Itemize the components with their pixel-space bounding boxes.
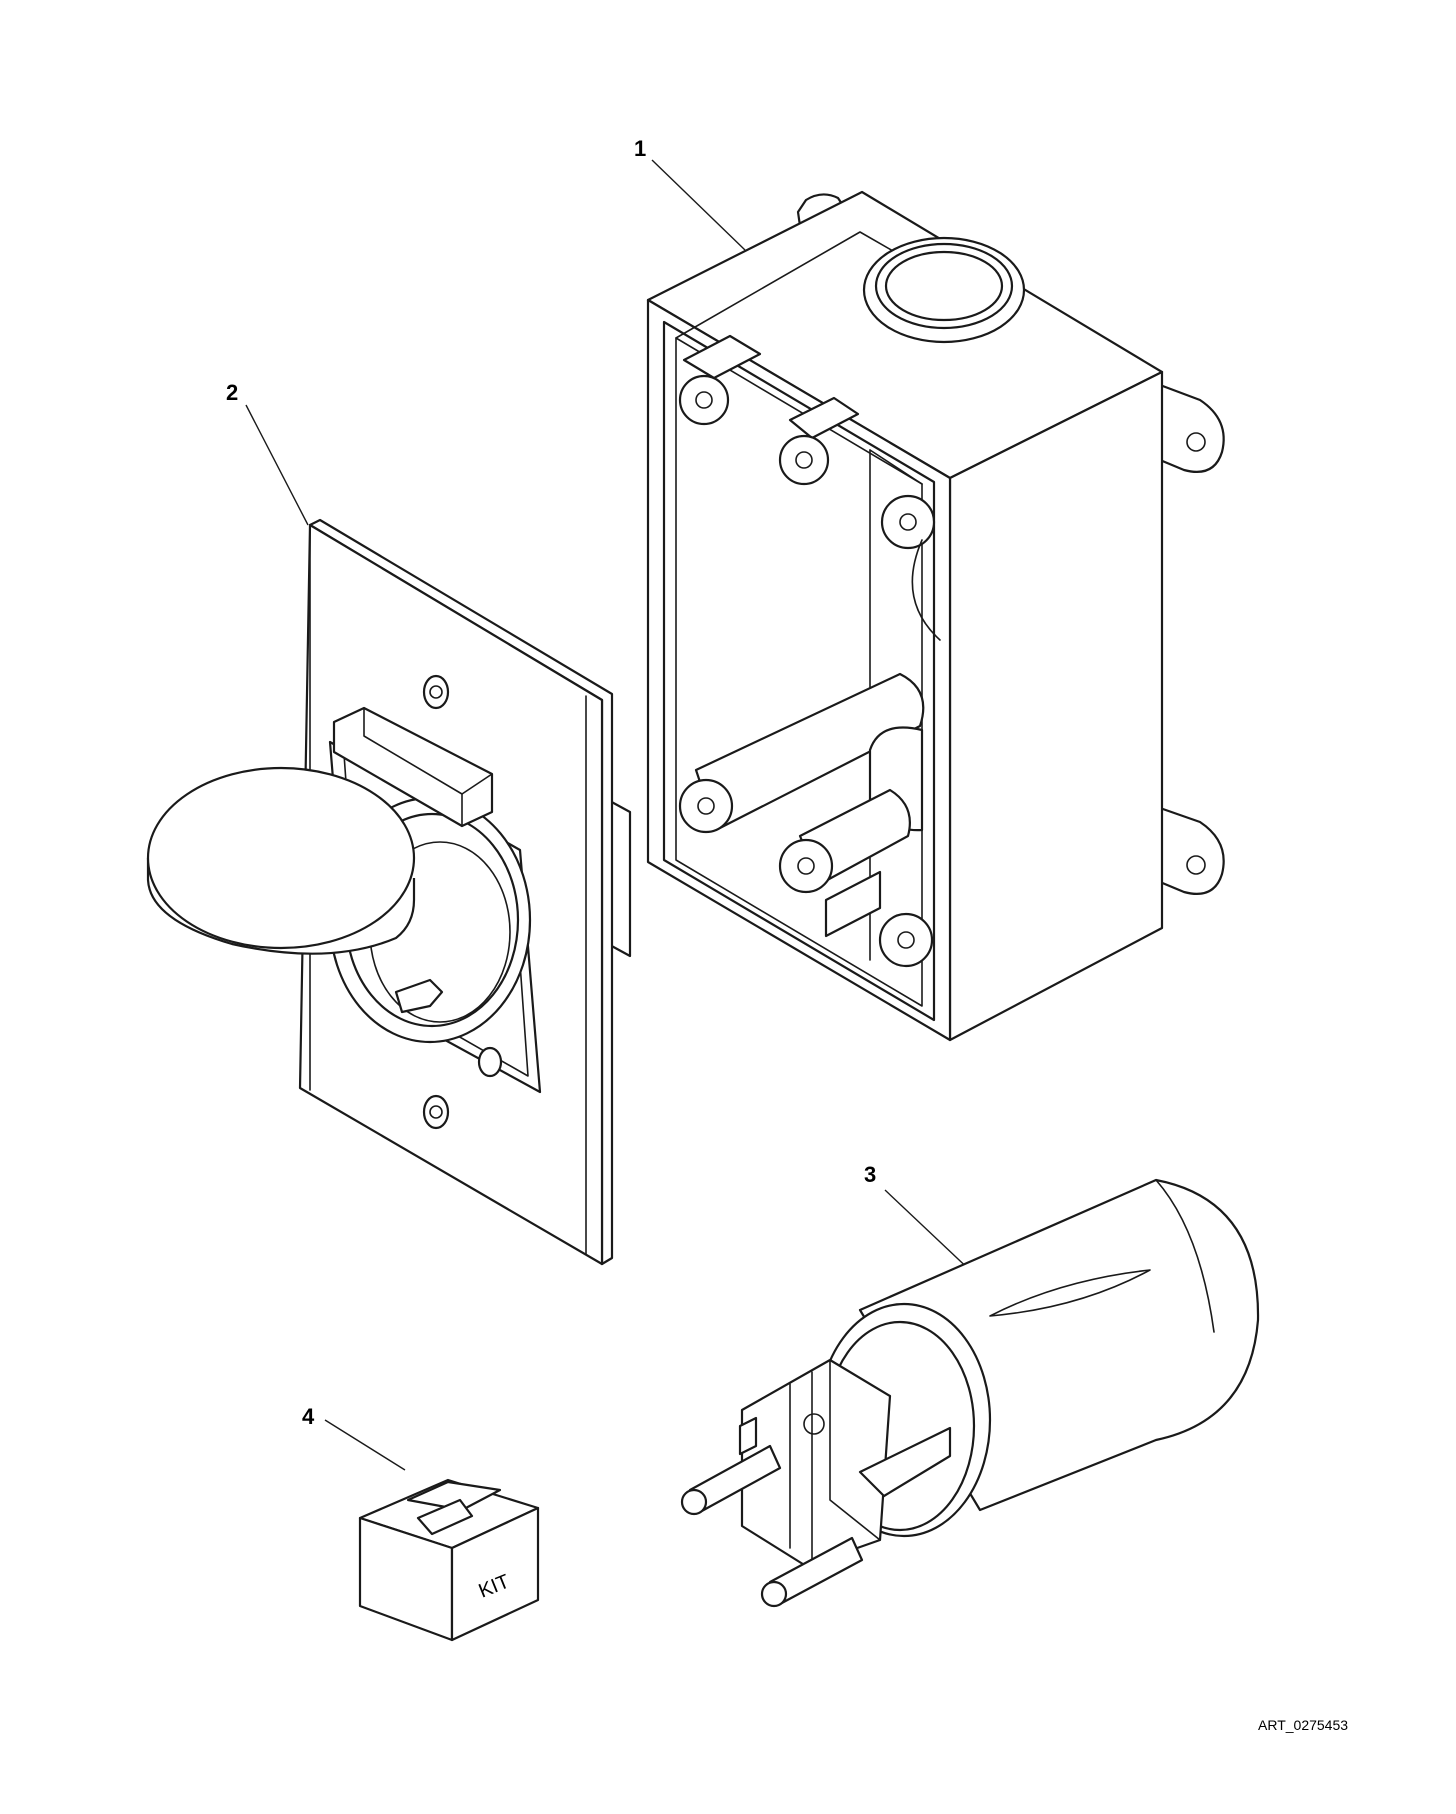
inner-boss-top-right <box>778 396 860 486</box>
callout-item-3: 3 <box>864 1162 877 1187</box>
leader-line-2 <box>245 404 309 526</box>
leader-line-1 <box>651 159 746 251</box>
leader-line-4 <box>324 1419 406 1471</box>
inner-boss-bottom-right <box>778 788 911 894</box>
plug-pin-lower <box>760 1536 864 1608</box>
plug <box>680 1178 1260 1608</box>
art-code: ART_0275453 <box>1258 1717 1349 1733</box>
callout-item-1: 1 <box>634 136 647 161</box>
kit-box: KIT <box>358 1478 540 1642</box>
plug-pin-upper <box>680 1444 782 1516</box>
receptacle-cover-plate <box>146 518 632 1266</box>
electrical-box <box>646 190 1225 1042</box>
inner-boss-bottom-left <box>678 672 925 834</box>
leader-line-3 <box>884 1189 976 1276</box>
inner-boss-top-left <box>678 334 762 426</box>
callout-item-4: 4 <box>302 1404 315 1429</box>
callout-item-2: 2 <box>226 380 239 405</box>
